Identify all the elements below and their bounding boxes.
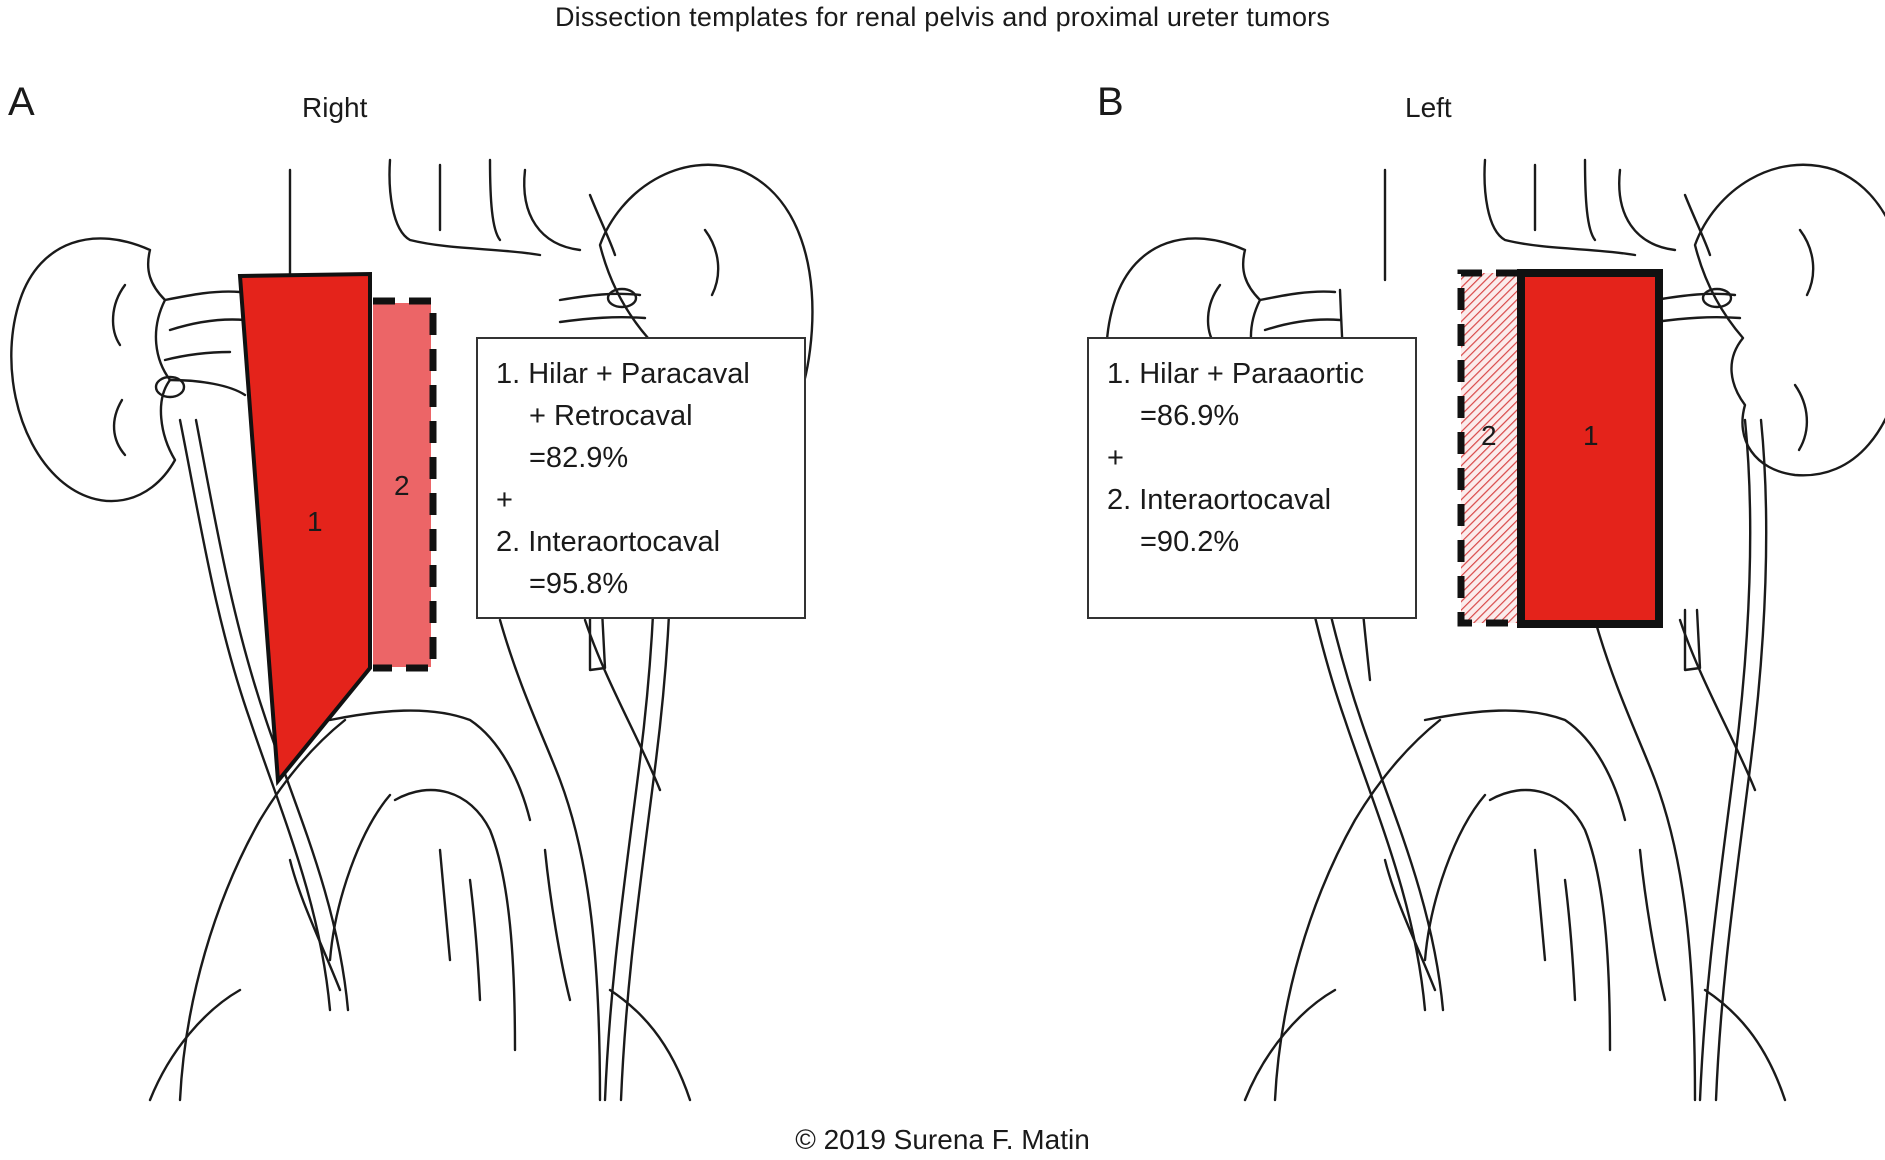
panel-b-box-line-5: =90.2% [1140, 526, 1240, 558]
panel-b-box-line-3: + [1107, 442, 1124, 474]
panel-a-zone-1-label: 1 [307, 506, 323, 537]
panel-b-zone-2-label: 2 [1481, 420, 1497, 451]
panel-b-zone-1 [1517, 269, 1663, 628]
panel-b-side-label: Left [1405, 92, 1452, 123]
panel-a-zone-1 [237, 271, 372, 787]
panel-b-zone-2 [1461, 273, 1520, 623]
panel-a-box-line-1: 1. Hilar + Paracaval [496, 358, 750, 390]
panel-b-info-box: 1. Hilar + Paraaortic =86.9% + 2. Intera… [1087, 337, 1417, 619]
panel-a-box-line-3: =82.9% [529, 442, 629, 474]
copyright-notice: © 2019 Surena F. Matin [795, 1124, 1090, 1155]
panel-a-info-box: 1. Hilar + Paracaval + Retrocaval =82.9%… [476, 337, 806, 619]
panel-a-letter: A [8, 80, 35, 124]
panel-a-box-line-4: + [496, 484, 513, 516]
figure-title: Dissection templates for renal pelvis an… [554, 2, 1331, 32]
panel-a-side-label: Right [302, 92, 368, 123]
panel-a-box-line-6: =95.8% [529, 568, 629, 600]
panel-a-zone-2-label: 2 [394, 470, 410, 501]
panel-b-box-line-1: 1. Hilar + Paraaortic [1107, 358, 1365, 390]
panel-a-box-line-5: 2. Interaortocaval [496, 526, 721, 558]
panel-a-box-line-2: + Retrocaval [529, 400, 693, 432]
panel-b-letter: B [1097, 80, 1124, 124]
panel-b-box-line-2: =86.9% [1140, 400, 1240, 432]
panel-b-zone-1-label: 1 [1583, 420, 1599, 451]
panel-a-zone-2 [373, 303, 431, 667]
panel-b-zone-2-dashed-border [1457, 269, 1518, 627]
panel-b-box-line-4: 2. Interaortocaval [1107, 484, 1332, 516]
